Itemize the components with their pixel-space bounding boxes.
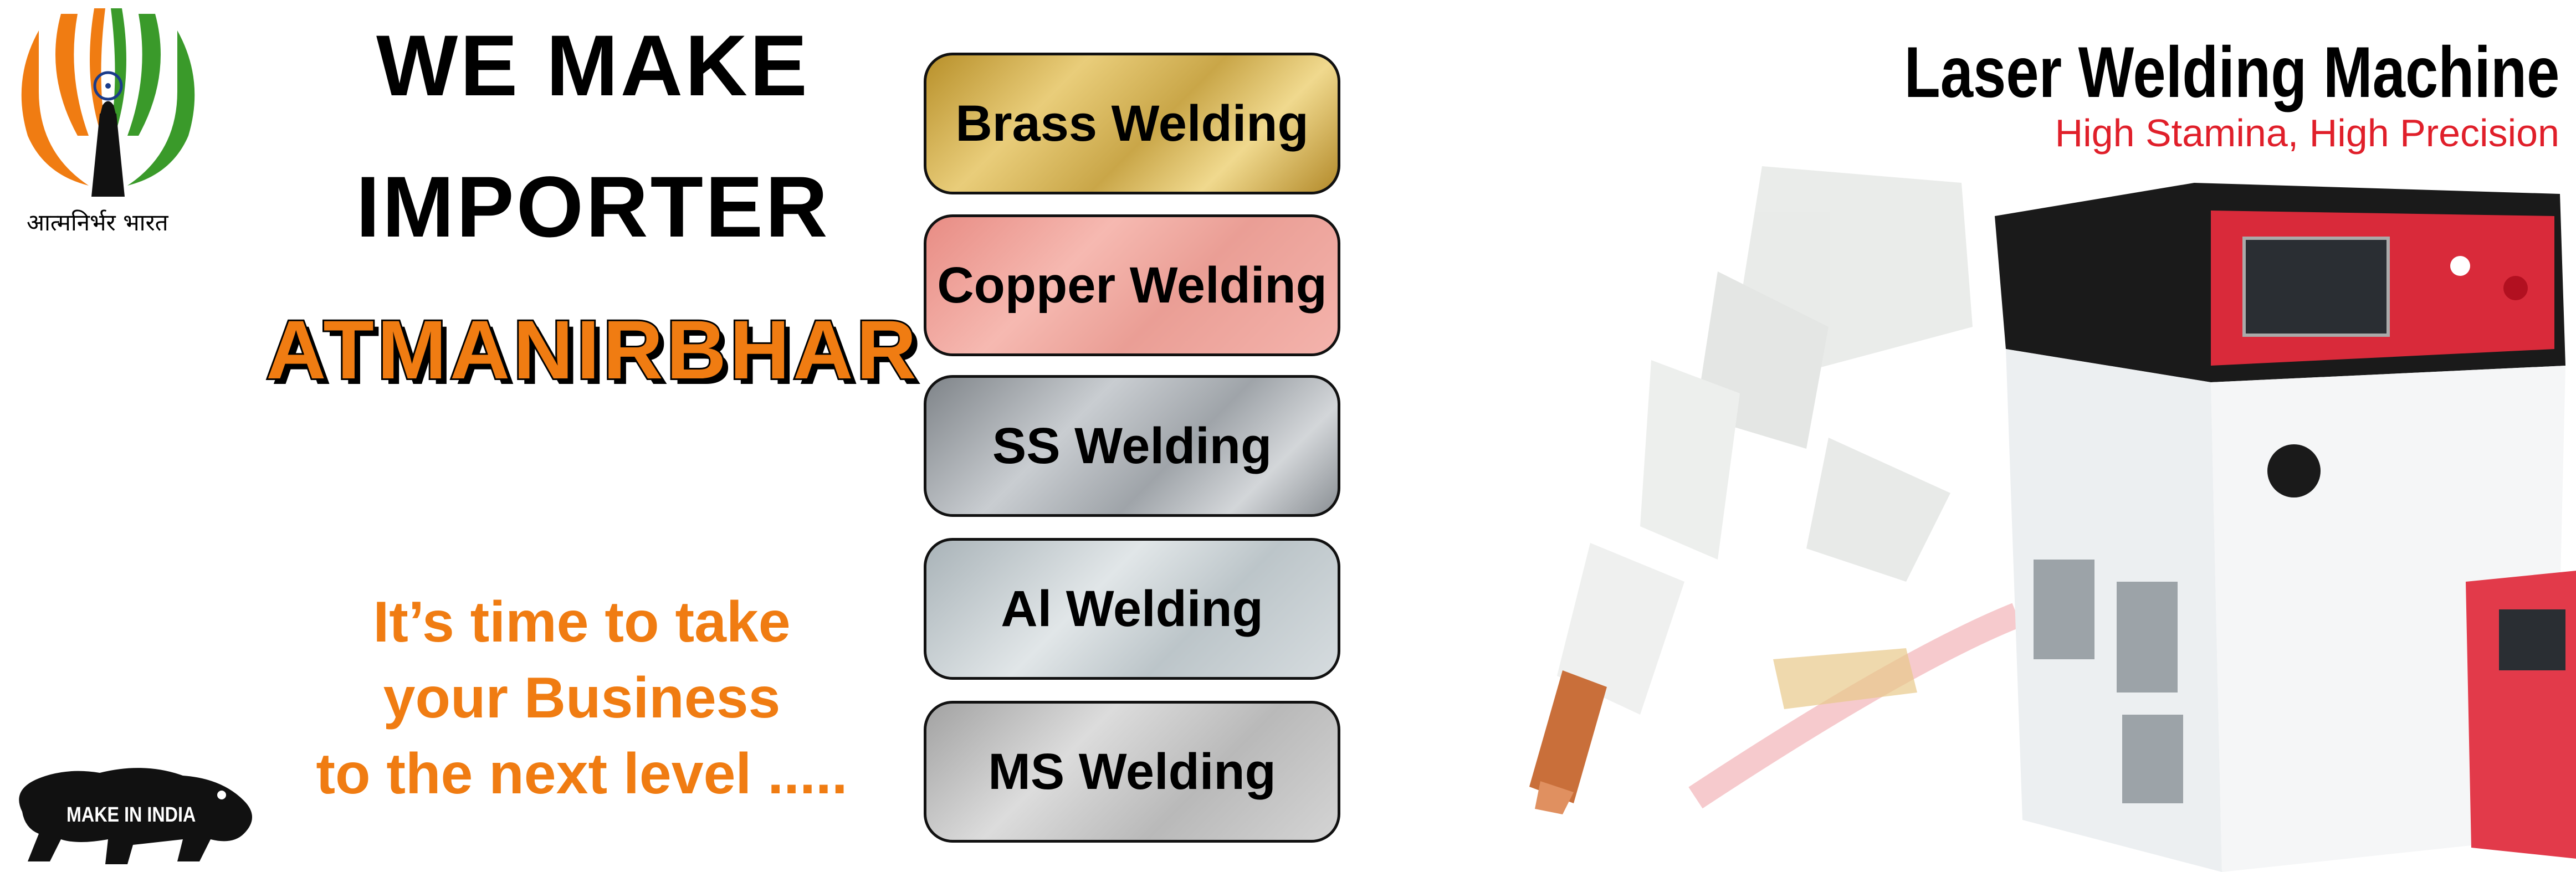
brass-welding-pill: Brass Welding <box>924 53 1340 194</box>
al-welding-pill: Al Welding <box>924 538 1340 680</box>
headline-line-3: ATMANIRBHAR <box>264 301 920 398</box>
ss-welding-pill: SS Welding <box>924 375 1340 517</box>
atmanirbhar-logo <box>21 8 195 197</box>
make-in-india-lion-icon <box>19 768 253 864</box>
atmanirbhar-caption: आत्मनिर्भर भारत <box>27 209 168 236</box>
headline-line-2: IMPORTER <box>356 159 830 255</box>
product-title: Laser Welding Machine <box>1904 32 2559 112</box>
tagline: It’s time to take your Business to the n… <box>244 584 920 812</box>
tagline-line-1: It’s time to take <box>373 590 791 654</box>
laser-welding-machine-illustration <box>1995 183 2576 872</box>
welding-gun-illustration <box>1529 166 2022 814</box>
product-subtitle: High Stamina, High Precision <box>2055 111 2559 155</box>
tagline-line-3: to the next level ..... <box>316 742 848 806</box>
copper-welding-pill: Copper Welding <box>924 214 1340 356</box>
headline-line-1: WE MAKE <box>376 18 810 114</box>
tagline-line-2: your Business <box>383 666 781 730</box>
make-in-india-text: MAKE IN INDIA <box>66 803 196 827</box>
ms-welding-pill: MS Welding <box>924 701 1340 843</box>
